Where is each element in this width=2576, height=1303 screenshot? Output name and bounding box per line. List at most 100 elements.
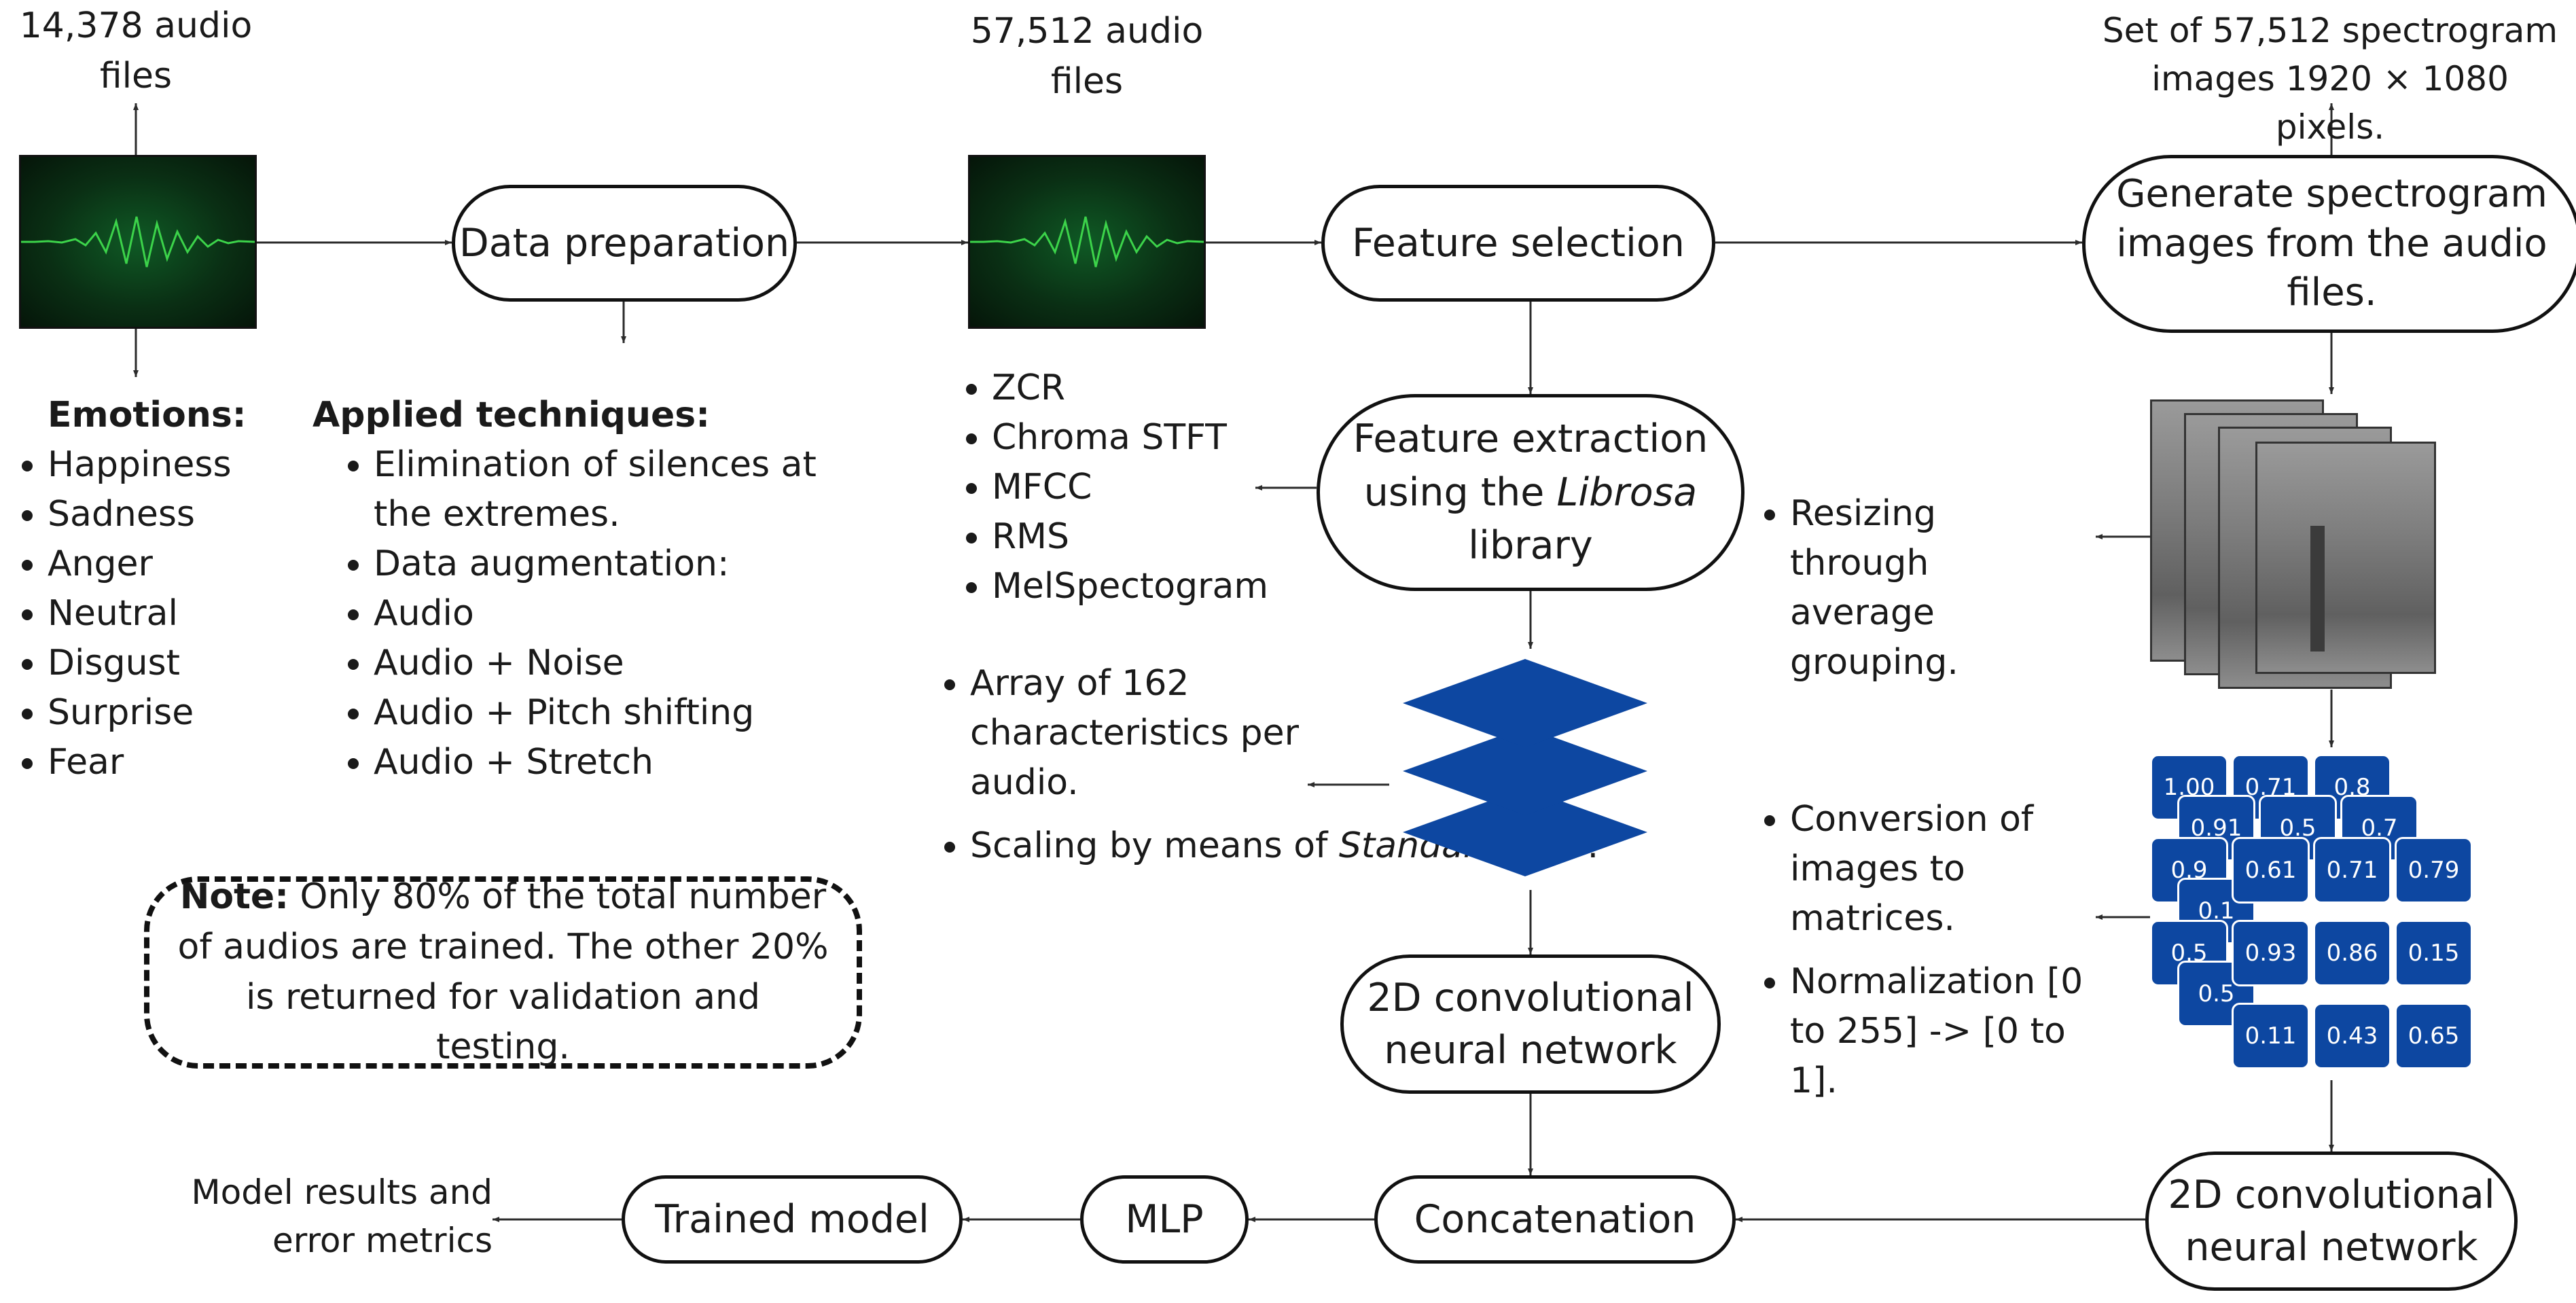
note-bold-label: Note: [179,876,289,917]
emotion-item: Neutral [48,589,306,639]
feature-extraction-line-3: library [1468,523,1593,569]
technique-item: Elimination of silences at the extremes. [374,440,856,539]
emotions-list: Emotions: Happiness Sadness Anger Neutra… [14,391,306,787]
matrix-cell: 0.15 [2395,920,2473,986]
waveform-icon [21,216,255,268]
cnn-top-line-2: neural network [1384,1027,1677,1073]
matrix-cell: 0.43 [2313,1003,2391,1069]
generate-spectrogram-line-1: Generate spectrogram [2116,171,2547,216]
feature-extraction-line-2-text: using the [1363,469,1557,515]
generate-spectrogram-line-3: files. [2287,270,2377,315]
techniques-heading: Applied techniques: [312,395,710,435]
emotions-heading: Emotions: [48,395,247,435]
feature-item: ZCR [992,363,1257,413]
feature-extraction-line-1: Feature extraction [1353,416,1709,462]
generate-spectrogram-label: Generate spectrogram images from the aud… [2116,170,2547,318]
training-note: Note: Only 80% of the total number of au… [144,876,862,1069]
results-line-1: Model results and [191,1173,493,1212]
techniques-items: Elimination of silences at the extremes.… [312,440,856,787]
augmented-waveform-image [968,155,1206,329]
matrix-cell: 0.79 [2395,837,2473,904]
cnn-right-line-2: neural network [2185,1224,2478,1270]
stacked-layers-icon [1389,659,1661,883]
feature-selection-label: Feature selection [1352,220,1685,266]
normalization-item: Normalization [0 to 255] -> [0 to 1]. [1790,957,2109,1106]
mlp-label: MLP [1125,1196,1204,1242]
cnn-right-label: 2D convolutional neural network [2168,1169,2494,1274]
generate-spectrogram-node[interactable]: Generate spectrogram images from the aud… [2082,155,2576,333]
trained-model-label: Trained model [655,1196,929,1242]
scaling-prefix: Scaling by means of [970,825,1339,866]
feature-item: RMS [992,512,1257,562]
technique-item: Audio + Pitch shifting [374,688,856,738]
spectrogram-image [2255,442,2436,674]
emotion-item: Happiness [48,440,306,490]
mlp-node[interactable]: MLP [1080,1175,1249,1264]
matrix-cell: 0.71 [2313,837,2391,904]
cnn-right-line-1: 2D convolutional [2168,1172,2495,1217]
scaling-item: Scaling by means of StandarScaler. [970,821,1598,871]
features-items: ZCR Chroma STFT MFCC RMS MelSpectogram [958,363,1268,611]
array-info-item: Array of 162 characteristics per audio. [970,659,1317,808]
array-info-list: Array of 162 characteristics per audio. … [936,659,1598,871]
matrix-cell: 0.93 [2232,920,2310,986]
matrix-cell: 0.86 [2313,920,2391,986]
note-body: Only 80% of the total number of audios a… [177,876,840,1068]
layer-top [1403,659,1647,747]
feature-extraction-node[interactable]: Feature extraction using the Librosa lib… [1317,394,1745,591]
resizing-list: Resizing through average grouping. [1756,489,2082,688]
data-preparation-label: Data preparation [459,220,790,266]
concatenation-node[interactable]: Concatenation [1374,1175,1736,1264]
layer-bottom [1403,788,1647,876]
feature-item: Chroma STFT [992,413,1257,463]
data-preparation-node[interactable]: Data preparation [452,185,797,302]
spectrogram-set-label: Set of 57,512 spectrogram images 1920 × … [2102,11,2558,147]
technique-item: Data augmentation: [374,539,856,589]
feature-extraction-label: Feature extraction using the Librosa lib… [1353,412,1709,573]
trained-model-node[interactable]: Trained model [622,1175,963,1264]
emotion-item: Surprise [48,688,306,738]
matrix-cell: 0.61 [2232,837,2310,904]
layer-middle [1403,727,1647,815]
concatenation-label: Concatenation [1414,1196,1696,1242]
conversion-list: Conversion of images to matrices. Normal… [1756,795,2109,1106]
technique-item: Audio + Noise [374,639,856,688]
emotion-item: Sadness [48,490,306,539]
cnn-node-right[interactable]: 2D convolutional neural network [2145,1152,2518,1291]
feature-item: MelSpectogram [992,562,1268,611]
feature-selection-node[interactable]: Feature selection [1321,185,1715,302]
emotion-item: Disgust [48,639,306,688]
resizing-items: Resizing through average grouping. [1756,489,2082,688]
normalized-matrices: 1.00 0.71 0.8 0.91 0.5 0.7 0.9 0.1 0.5 0… [2150,754,2503,1087]
librosa-italic: Librosa [1556,469,1698,515]
results-label: Model results and error metrics [153,1168,493,1265]
emotion-item: Anger [48,539,306,589]
generate-spectrogram-line-2: images from the audio [2116,221,2547,266]
feature-item: MFCC [992,463,1257,512]
emotion-item: Fear [48,738,306,787]
resizing-item: Resizing through average grouping. [1790,489,2082,688]
layers-icon [1403,659,1647,876]
features-list: ZCR Chroma STFT MFCC RMS MelSpectogram [958,363,1268,611]
results-line-2: error metrics [272,1221,493,1260]
technique-item: Audio + Stretch [374,738,856,787]
array-info-items: Array of 162 characteristics per audio. … [936,659,1598,871]
matrix-cell: 0.65 [2395,1003,2473,1069]
waveform-line [21,216,255,268]
training-note-text: Note: Only 80% of the total number of au… [177,872,829,1073]
cnn-top-line-1: 2D convolutional [1367,975,1694,1020]
waveform-icon-2 [970,216,1204,268]
matrix-cell: 0.11 [2232,1003,2310,1069]
cnn-node-top[interactable]: 2D convolutional neural network [1340,954,1721,1094]
augmented-audio-count: 57,512 audio files [970,11,1204,102]
spectrogram-images-stack [2150,399,2456,689]
audio-waveform-image [19,155,257,329]
techniques-list: Applied techniques: Elimination of silen… [312,391,856,787]
waveform-line-2 [970,216,1204,268]
emotions-items: Happiness Sadness Anger Neutral Disgust … [14,440,306,787]
technique-item: Audio [374,589,856,639]
initial-audio-count: 14,378 audio files [19,5,253,96]
conversion-items: Conversion of images to matrices. Normal… [1756,795,2109,1106]
